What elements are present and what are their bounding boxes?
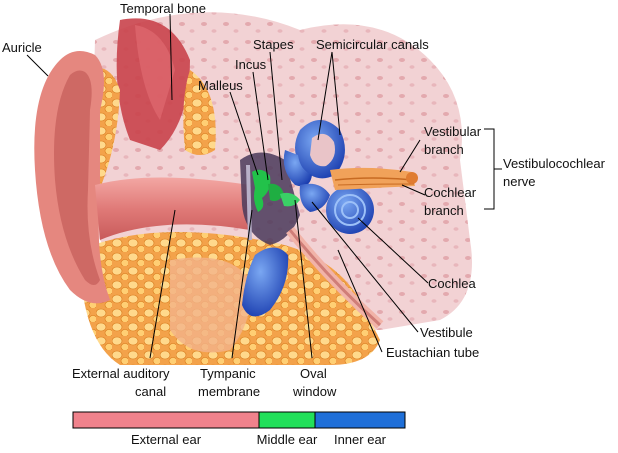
region-segment-external-ear bbox=[72, 411, 260, 429]
label-cochlear-branch-line2: branch bbox=[424, 203, 464, 218]
label-auricle: Auricle bbox=[2, 40, 42, 55]
label-external-canal-line2: canal bbox=[135, 384, 166, 399]
label-eustachian-tube: Eustachian tube bbox=[386, 345, 479, 360]
label-tympanic-line2: membrane bbox=[198, 384, 260, 399]
region-label-external-ear: External ear bbox=[131, 432, 202, 447]
label-vestibular-branch-line2: branch bbox=[424, 142, 464, 157]
label-malleus: Malleus bbox=[198, 78, 243, 93]
label-stapes: Stapes bbox=[253, 37, 294, 52]
region-legend-bar: External ear Middle ear Inner ear bbox=[72, 411, 406, 447]
region-label-middle-ear: Middle ear bbox=[257, 432, 318, 447]
label-oval-line2: window bbox=[292, 384, 337, 399]
label-nerve-line2: nerve bbox=[503, 174, 536, 189]
label-vestibule: Vestibule bbox=[420, 325, 473, 340]
label-external-canal-line1: External auditory bbox=[72, 366, 170, 381]
label-vestibular-branch-line1: Vestibular bbox=[424, 124, 482, 139]
region-segment-inner-ear bbox=[314, 411, 406, 429]
external-auditory-canal bbox=[95, 177, 250, 240]
jugular-vein bbox=[242, 247, 289, 317]
label-tympanic-line1: Tympanic bbox=[200, 366, 256, 381]
label-oval-line1: Oval bbox=[300, 366, 327, 381]
leader-lines bbox=[26, 13, 502, 359]
label-temporal-bone: Temporal bone bbox=[120, 1, 206, 16]
region-segment-middle-ear bbox=[258, 411, 316, 429]
label-semicircular-canals: Semicircular canals bbox=[316, 37, 429, 52]
ossicles bbox=[252, 169, 300, 212]
label-cochlea: Cochlea bbox=[428, 276, 476, 291]
vestibulocochlear-nerve bbox=[330, 167, 418, 190]
label-cochlear-branch-line1: Cochlear bbox=[424, 185, 477, 200]
label-nerve-line1: Vestibulocochlear bbox=[503, 156, 606, 171]
label-incus: Incus bbox=[235, 57, 267, 72]
region-label-inner-ear: Inner ear bbox=[334, 432, 387, 447]
auricle bbox=[34, 51, 110, 304]
